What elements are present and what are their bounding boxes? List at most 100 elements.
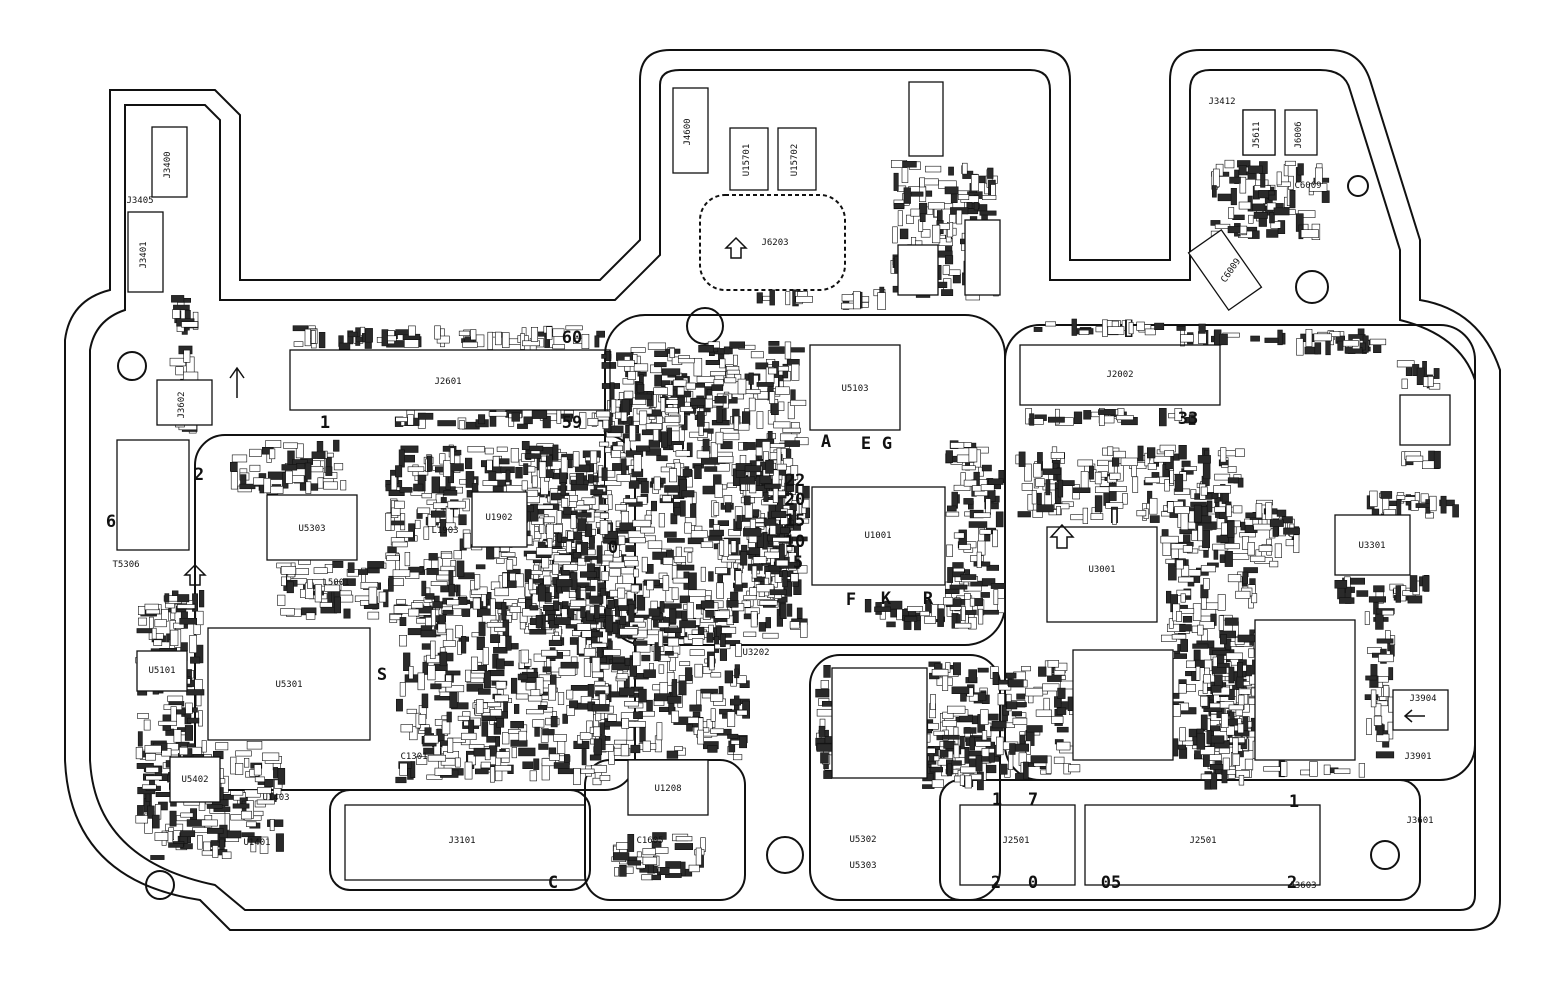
smd-pad xyxy=(1077,459,1094,467)
smd-pad xyxy=(619,628,638,636)
smd-pad xyxy=(1409,575,1418,592)
smd-pad xyxy=(719,539,725,556)
smd-pad xyxy=(988,478,1004,485)
marker-2-right: 2 xyxy=(1287,873,1297,893)
label-J4600: J4600 xyxy=(683,118,693,145)
smd-pad xyxy=(446,711,452,723)
label-C1301: C1301 xyxy=(400,752,427,762)
smd-pad xyxy=(1113,450,1126,459)
smd-pad xyxy=(729,698,741,706)
smd-pad xyxy=(1013,743,1029,752)
component-outline-J3401 xyxy=(127,211,164,293)
smd-pad xyxy=(181,321,199,328)
smd-pad xyxy=(736,709,748,716)
smd-pad xyxy=(1232,753,1241,766)
smd-pad xyxy=(231,454,248,463)
smd-pad xyxy=(980,709,989,725)
smd-pad xyxy=(1120,457,1138,466)
smd-pad xyxy=(939,749,949,758)
smd-pad xyxy=(1277,329,1283,346)
smd-pad xyxy=(153,639,163,646)
marker-1: 1 xyxy=(320,413,330,433)
smd-pad xyxy=(340,480,347,491)
smd-pad xyxy=(285,470,293,484)
smd-pad xyxy=(1212,185,1217,198)
smd-pad xyxy=(490,598,496,617)
smd-pad xyxy=(506,559,514,571)
smd-pad xyxy=(688,864,700,873)
smd-pad xyxy=(665,873,682,878)
smd-pad xyxy=(1012,717,1028,725)
smd-pad xyxy=(654,374,662,387)
smd-pad xyxy=(714,610,730,619)
smd-pad xyxy=(1405,367,1412,377)
smd-pad xyxy=(298,559,311,565)
label-U5302: U5302 xyxy=(849,835,876,845)
smd-pad xyxy=(1238,688,1251,695)
smd-pad xyxy=(956,209,963,225)
smd-pad xyxy=(654,642,661,661)
component-outline-U1208 xyxy=(627,759,709,816)
smd-pad xyxy=(612,622,619,635)
smd-pad xyxy=(1179,624,1192,632)
smd-pad xyxy=(1238,774,1245,786)
smd-pad xyxy=(960,606,966,621)
smd-pad xyxy=(635,393,652,400)
smd-pad xyxy=(700,688,718,694)
component-outline-J3602 xyxy=(156,379,213,426)
label-J2601: J2601 xyxy=(434,377,461,387)
smd-pad xyxy=(421,693,429,709)
smd-pad xyxy=(509,606,521,613)
smd-pad xyxy=(520,649,529,664)
smd-pad xyxy=(769,289,775,306)
smd-pad xyxy=(552,444,559,461)
smd-pad xyxy=(1192,643,1209,649)
smd-pad xyxy=(802,498,810,509)
smd-pad xyxy=(496,751,510,759)
smd-pad xyxy=(671,679,678,698)
smd-pad xyxy=(400,445,419,453)
smd-pad xyxy=(254,776,265,783)
smd-pad xyxy=(748,372,754,385)
smd-pad xyxy=(1231,553,1250,560)
component-labels: J3400 J3401 J3405 J4600 U15701 U15702 J6… xyxy=(112,97,1436,891)
smd-pad xyxy=(230,790,244,796)
smd-pad xyxy=(1029,413,1035,426)
smd-pad xyxy=(343,608,351,619)
smd-pad xyxy=(1337,340,1344,351)
smd-pad xyxy=(953,484,971,492)
smd-pad xyxy=(1219,630,1236,639)
smd-pad xyxy=(756,411,764,429)
smd-pad xyxy=(427,664,436,681)
smd-pad xyxy=(713,502,720,516)
smd-pad xyxy=(464,761,473,780)
smd-pad xyxy=(732,610,739,623)
smd-pad xyxy=(1265,502,1273,520)
smd-pad xyxy=(943,596,954,606)
smd-pad xyxy=(325,466,333,476)
smd-pad xyxy=(902,161,917,168)
smd-pad xyxy=(387,335,397,342)
smd-pad xyxy=(620,510,629,524)
smd-pad xyxy=(1206,500,1213,513)
smd-pad xyxy=(1213,549,1219,560)
smd-pad xyxy=(1149,498,1158,515)
smd-pad xyxy=(144,745,162,754)
smd-pad xyxy=(782,427,801,433)
smd-pad xyxy=(690,503,697,518)
smd-pad xyxy=(510,739,528,747)
smd-pad xyxy=(386,555,400,561)
smd-pad xyxy=(531,410,548,419)
smd-pad xyxy=(684,522,692,534)
smd-pad xyxy=(1280,761,1288,777)
smd-pad xyxy=(1031,490,1037,505)
smd-pad xyxy=(175,366,184,376)
smd-pad xyxy=(796,607,803,619)
smd-pad xyxy=(710,693,724,702)
smd-pad xyxy=(368,586,378,605)
smd-pad xyxy=(627,721,646,728)
smd-pad xyxy=(951,760,962,766)
smd-pad xyxy=(654,362,667,368)
smd-pad xyxy=(1048,509,1062,516)
smd-pad xyxy=(680,500,686,517)
